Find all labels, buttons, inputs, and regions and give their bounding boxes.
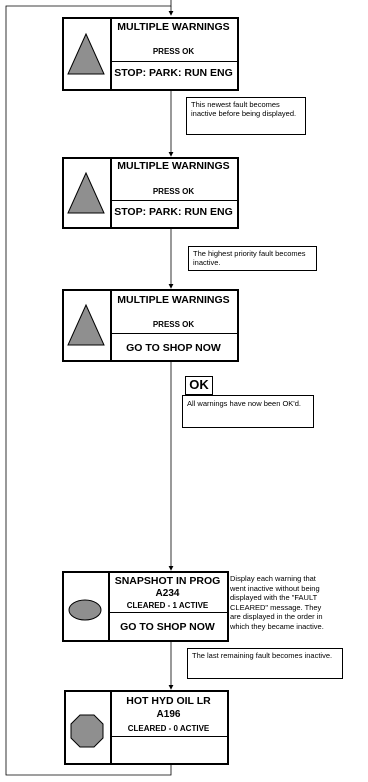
panel-bottom-text: GO TO SHOP NOW [126, 342, 221, 354]
fault-code: A234 [155, 588, 180, 599]
press-ok-label: PRESS OK [152, 187, 195, 196]
icon-cell [64, 573, 110, 640]
panel-bottom-text: STOP: PARK: RUN ENG [114, 206, 233, 218]
panel-bottom-text: GO TO SHOP NOW [120, 621, 215, 633]
warning-panel-3: MULTIPLE WARNINGS PRESS OK GO TO SHOP NO… [62, 289, 239, 362]
hot-hyd-oil-panel: HOT HYD OIL LR A196 CLEARED - 0 ACTIVE [64, 690, 229, 765]
cleared-status: CLEARED - 0 ACTIVE [127, 724, 210, 733]
panel-title: MULTIPLE WARNINGS [117, 21, 230, 33]
panel-title: HOT HYD OIL LR [126, 695, 211, 707]
icon-cell [64, 291, 112, 360]
cleared-status: CLEARED - 1 ACTIVE [126, 601, 209, 610]
fault-code: A196 [156, 709, 181, 720]
warning-triangle-icon [67, 32, 105, 75]
note-highest-priority: The highest priority fault becomes inact… [188, 246, 317, 271]
snapshot-panel: SNAPSHOT IN PROG A234 CLEARED - 1 ACTIVE… [62, 571, 229, 642]
loop-line [5, 0, 172, 776]
note-last-remaining: The last remaining fault becomes inactiv… [187, 648, 343, 679]
icon-cell [64, 159, 112, 227]
panel-bottom-text: STOP: PARK: RUN ENG [114, 67, 233, 79]
panel-title: MULTIPLE WARNINGS [117, 294, 230, 306]
warning-panel-1: MULTIPLE WARNINGS PRESS OK STOP: PARK: R… [62, 17, 239, 91]
panel-title: MULTIPLE WARNINGS [117, 160, 230, 172]
press-ok-label: PRESS OK [152, 47, 195, 56]
ok-button[interactable]: OK [185, 376, 213, 395]
warning-panel-2: MULTIPLE WARNINGS PRESS OK STOP: PARK: R… [62, 157, 239, 229]
icon-cell [66, 692, 112, 763]
panel-title: SNAPSHOT IN PROG [114, 575, 221, 587]
warning-triangle-icon [67, 171, 105, 214]
press-ok-label: PRESS OK [152, 320, 195, 329]
ellipse-icon [68, 599, 102, 621]
warning-triangle-icon [67, 303, 105, 346]
note-all-okd: All warnings have now been OK'd. [182, 395, 314, 428]
icon-cell [64, 19, 112, 89]
octagon-icon [70, 714, 104, 748]
note-newest-fault: This newest fault becomes inactive befor… [186, 97, 306, 135]
note-display-each: Display each warning that went inactive … [230, 574, 324, 631]
